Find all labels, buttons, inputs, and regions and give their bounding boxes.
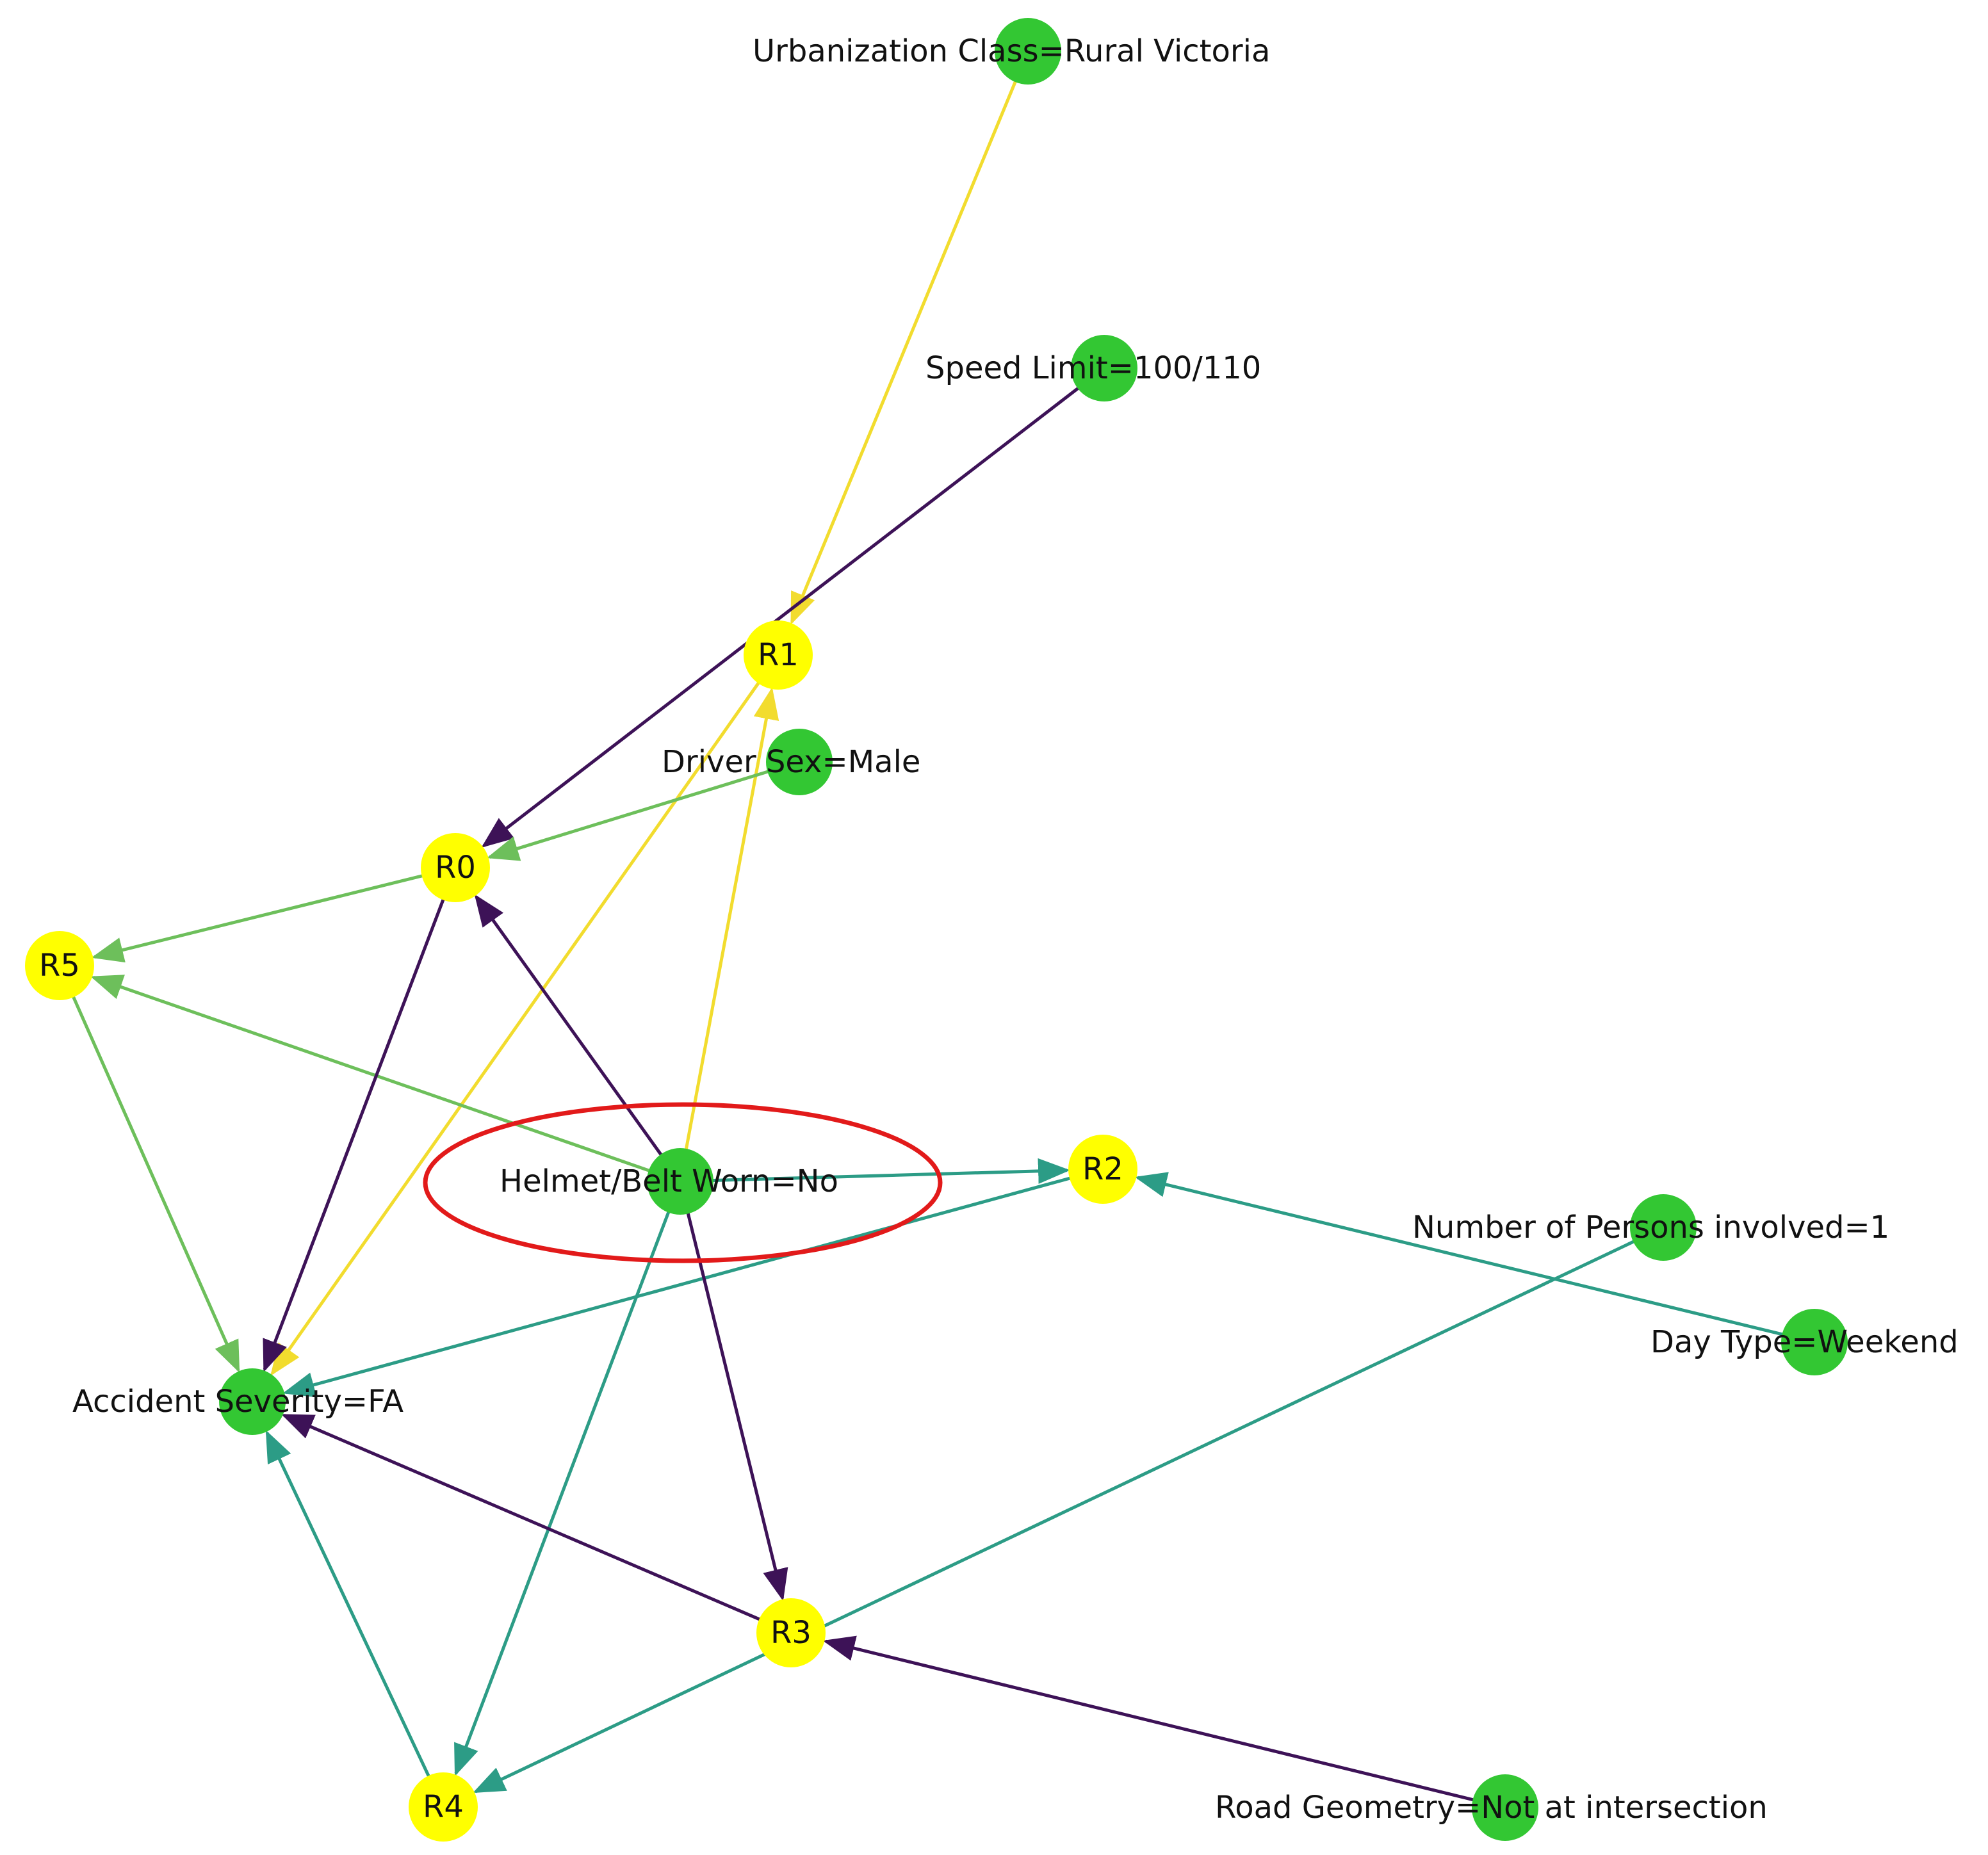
item-node-speed xyxy=(1071,335,1137,401)
node-label-urban: Urbanization Class=Rural Victoria xyxy=(753,33,1270,69)
edge-day-to-r2 xyxy=(1134,1172,1815,1344)
edge-helmet-to-r5 xyxy=(90,975,681,1183)
edge-urban-to-r1 xyxy=(790,51,1030,625)
node-label-r2: R2 xyxy=(1082,1151,1123,1187)
rule-node-r3 xyxy=(756,1598,826,1667)
rule-node-r4 xyxy=(409,1772,478,1842)
node-label-helmet: Helmet/Belt Worn=No xyxy=(500,1163,838,1199)
rule-node-r5 xyxy=(25,931,94,1000)
item-node-urban xyxy=(995,18,1061,85)
rule-node-r2 xyxy=(1068,1135,1137,1204)
rule-node-r1 xyxy=(744,620,813,690)
edge-r3-to-severity xyxy=(281,1414,792,1635)
node-label-r4: R4 xyxy=(423,1789,464,1825)
node-label-r3: R3 xyxy=(770,1615,811,1651)
node-label-sex: Driver Sex=Male xyxy=(662,744,920,780)
edge-r1-to-severity xyxy=(270,654,780,1376)
edges-layer xyxy=(58,51,1815,1810)
item-node-persons xyxy=(1630,1194,1697,1261)
node-label-r0: R0 xyxy=(435,850,476,886)
edge-r0-to-severity xyxy=(263,867,457,1373)
edge-helmet-to-r1 xyxy=(678,687,779,1182)
edge-r2-to-severity xyxy=(282,1167,1104,1398)
node-label-road: Road Geometry=Not at intersection xyxy=(1215,1790,1768,1826)
item-node-day xyxy=(1781,1309,1848,1375)
node-label-r5: R5 xyxy=(39,948,80,984)
edge-r0-to-r5 xyxy=(91,866,456,963)
item-node-severity xyxy=(219,1368,286,1435)
edge-road-to-r3 xyxy=(822,1635,1506,1810)
edge-speed-to-r0 xyxy=(481,367,1105,848)
node-label-day: Day Type=Weekend xyxy=(1650,1324,1959,1360)
edge-helmet-to-r2 xyxy=(680,1158,1071,1184)
nodes-layer xyxy=(25,18,1848,1842)
edge-helmet-to-r4 xyxy=(454,1181,682,1777)
edge-helmet-to-r3 xyxy=(678,1181,788,1601)
edge-persons-to-r4 xyxy=(473,1226,1665,1794)
node-label-speed: Speed Limit=100/110 xyxy=(925,350,1261,386)
highlight-ellipse xyxy=(423,1102,943,1263)
node-label-r1: R1 xyxy=(758,637,799,673)
item-node-helmet xyxy=(647,1148,713,1215)
edge-r5-to-severity xyxy=(58,964,240,1373)
item-node-sex xyxy=(766,729,833,795)
node-label-severity: Accident Severity=FA xyxy=(72,1384,403,1420)
node-label-persons: Number of Persons involved=1 xyxy=(1412,1210,1889,1245)
rule-node-r0 xyxy=(421,833,490,902)
edge-helmet-to-r0 xyxy=(474,894,682,1183)
item-node-road xyxy=(1472,1774,1538,1841)
edge-sex-to-r0 xyxy=(486,760,800,861)
edge-r4-to-severity xyxy=(265,1430,445,1808)
